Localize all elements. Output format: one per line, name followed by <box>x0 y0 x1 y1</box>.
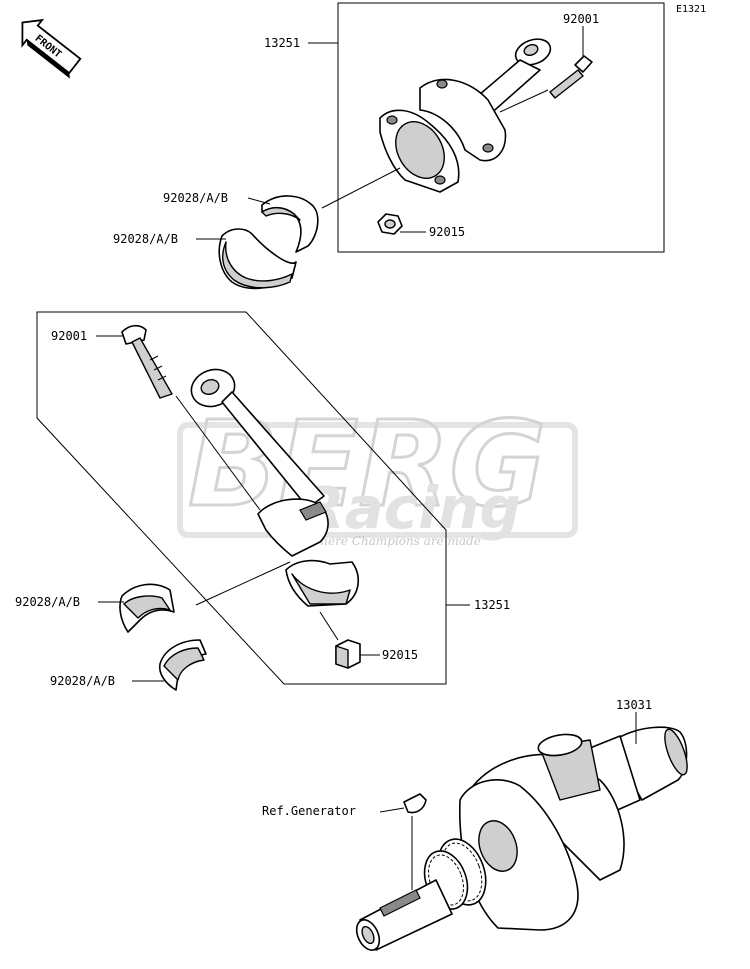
watermark-brand-bottom: Racing <box>300 474 521 542</box>
lower-bearing-shell-1 <box>119 583 175 633</box>
woodruff-key <box>403 793 427 814</box>
watermark-tagline: Where Champions are made <box>308 534 481 548</box>
upper-connecting-rod <box>379 38 552 193</box>
lower-bolt <box>121 324 173 399</box>
callout-lower-bearing-1: 92028/A/B <box>15 595 80 609</box>
upper-bolt <box>549 55 593 99</box>
callout-lower-bearing-2: 92028/A/B <box>50 674 115 688</box>
callout-lower-rod-assembly: 13251 <box>474 598 510 612</box>
callout-upper-nut: 92015 <box>429 225 465 239</box>
callout-upper-bearing-1: 92028/A/B <box>163 191 228 205</box>
callout-upper-bearing-2: 92028/A/B <box>113 232 178 246</box>
crankshaft <box>355 726 688 951</box>
upper-leader-lines <box>196 26 584 240</box>
crankshaft-leader-lines <box>379 712 637 890</box>
lower-connecting-rod <box>190 368 329 557</box>
lower-rod-cap <box>285 559 359 607</box>
lower-bearing-shell-2 <box>158 639 207 691</box>
callout-upper-rod-assembly: 13251 <box>264 36 300 50</box>
upper-bearing-shell-1 <box>261 195 319 253</box>
front-arrow-icon: FRONT <box>21 18 82 79</box>
upper-group-frame <box>337 2 665 253</box>
upper-nut <box>377 213 403 235</box>
lower-leader-lines <box>96 335 470 682</box>
lower-nut <box>335 639 361 669</box>
callout-lower-nut: 92015 <box>382 648 418 662</box>
upper-bearing-shell-2 <box>218 228 297 290</box>
callout-key-ref: Ref.Generator <box>262 804 356 818</box>
callout-crankshaft: 13031 <box>616 698 652 712</box>
diagram-code: E1321 <box>676 4 706 15</box>
callout-lower-bolt: 92001 <box>51 329 87 343</box>
callout-upper-bolt: 92001 <box>563 12 599 26</box>
lower-group-frame <box>36 311 447 685</box>
